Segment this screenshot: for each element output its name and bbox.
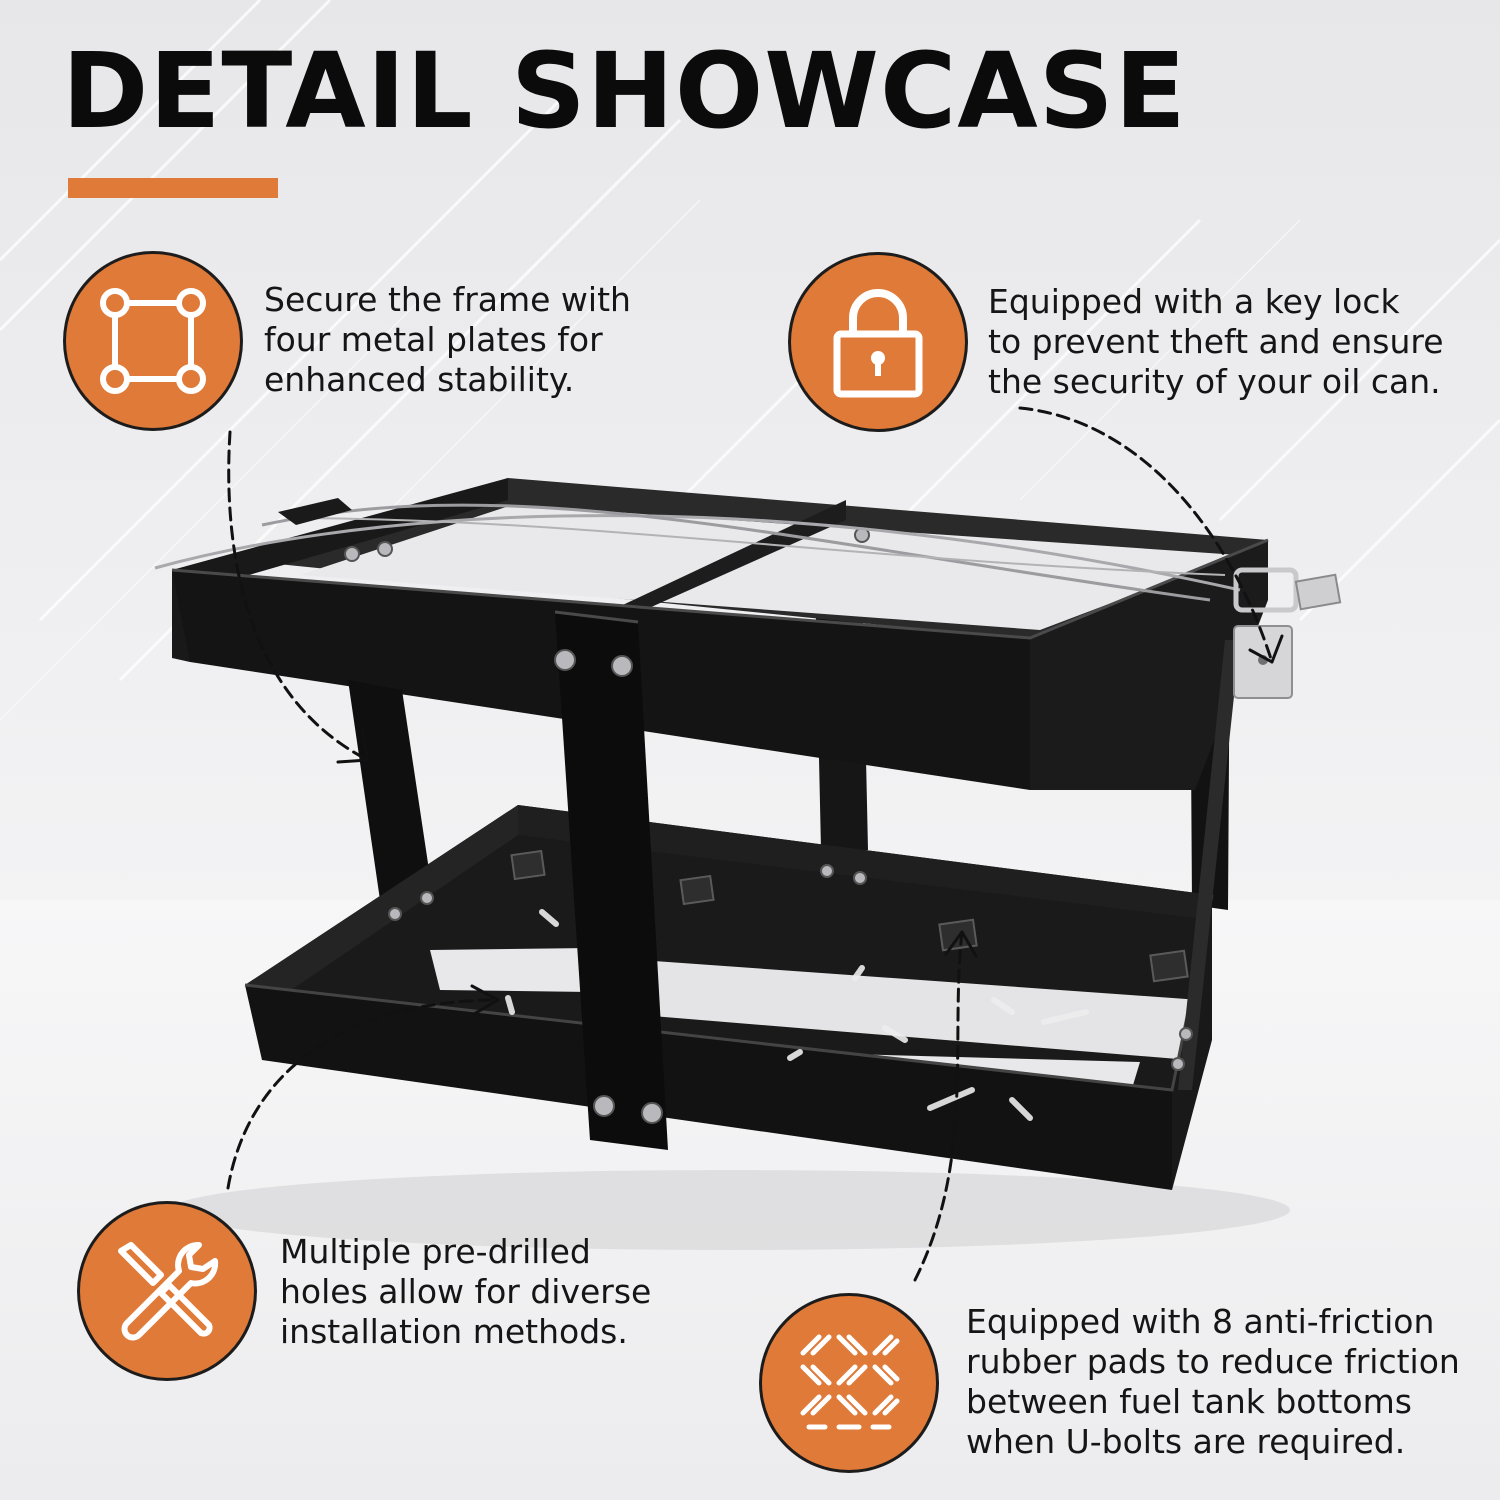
title-accent-bar: [68, 178, 278, 198]
feature-text-lock: Equipped with a key lock to prevent thef…: [988, 282, 1444, 401]
feature-text-holes: Multiple pre-drilled holes allow for div…: [280, 1232, 652, 1351]
feature-badge-pads: [762, 1296, 936, 1470]
friction-pattern-icon: [800, 1334, 900, 1430]
feature-badge-holes: [80, 1204, 254, 1378]
feature-badge-lock: [791, 255, 965, 429]
square-nodes-icon: [100, 288, 206, 394]
feature-text-pads: Equipped with 8 anti-friction rubber pad…: [966, 1302, 1460, 1461]
feature-badge-stability: [66, 254, 240, 428]
padlock-icon: [833, 289, 923, 398]
page-title: DETAIL SHOWCASE: [62, 30, 1187, 152]
wrench-screwdriver-icon: [118, 1242, 219, 1341]
feature-text-stability: Secure the frame with four metal plates …: [264, 280, 631, 399]
